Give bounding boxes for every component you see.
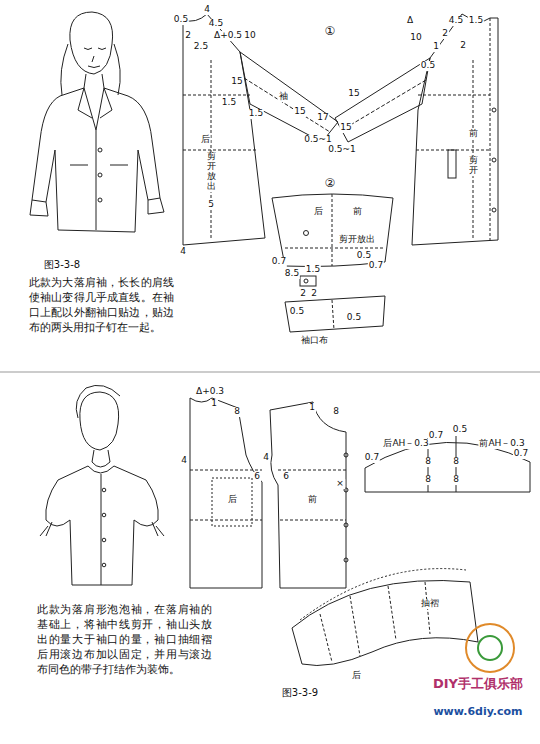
- figure-caption: 图3-3-9: [281, 687, 319, 698]
- dimension-label: 1.5: [305, 265, 321, 275]
- dimension-label: 8: [424, 457, 432, 467]
- dimension-label: 前: [468, 129, 479, 139]
- dimension-label: 15: [230, 77, 243, 87]
- dimension-label: 8: [452, 475, 460, 485]
- dimension-label: 1: [432, 42, 440, 52]
- dimension-label: 2: [184, 31, 192, 41]
- dimension-label: 2: [310, 289, 318, 299]
- dimension-label: 0.5~1: [303, 135, 333, 145]
- blouse-figure: [40, 385, 164, 585]
- dimension-label: 15: [347, 89, 360, 99]
- dimension-label: 0.7: [513, 449, 529, 459]
- description-text: 此款为落肩形泡泡袖，在落肩袖的基础上，将袖中线剪开，袖山头放出的量大于袖口的量，…: [36, 602, 213, 677]
- figure-number: ①: [324, 25, 337, 38]
- dimension-label: 2: [441, 29, 449, 39]
- dimension-label: 10: [409, 33, 422, 43]
- dimension-label: 前: [307, 495, 318, 505]
- dimension-label: 4.5: [208, 19, 224, 29]
- dimension-label: 8: [424, 475, 432, 485]
- dimension-label: 0.5: [356, 251, 372, 261]
- dimension-label: 17: [316, 113, 329, 123]
- dimension-label: 4.5: [448, 16, 464, 26]
- dimension-label: 15: [293, 107, 306, 117]
- dimension-label: 15: [339, 123, 352, 133]
- dimension-label: 4: [203, 5, 211, 15]
- dimension-label: 0.5: [346, 313, 362, 323]
- dimension-label: 1.5: [248, 109, 264, 119]
- dimension-label: Δ: [406, 16, 414, 26]
- pattern-lines: [0, 12, 540, 672]
- dimension-label: 8: [332, 407, 340, 417]
- dimension-label: 4: [179, 247, 187, 257]
- dimension-label: Δ+0.3: [195, 387, 225, 397]
- dimension-label: 1: [210, 399, 218, 409]
- dimension-label: 1.5: [468, 16, 484, 26]
- dimension-label: 抽褶: [420, 599, 440, 609]
- dimension-label: 6: [253, 472, 261, 482]
- dimension-label: 后: [313, 207, 324, 217]
- dimension-label: 5: [207, 200, 215, 210]
- dimension-label: 前: [352, 207, 363, 217]
- dimension-label: 0.7: [364, 453, 380, 463]
- watermark: DIY手工俱乐部: [432, 677, 524, 691]
- dimension-label: 10: [243, 31, 256, 41]
- dimension-label: 后AH－0.3: [382, 439, 429, 449]
- dimension-label: 0.5~1: [327, 145, 357, 155]
- dimension-label: 1: [308, 403, 316, 413]
- description-text: 此款为大落肩袖，长长的肩线使袖山变得几乎成直线。在袖口上配以外翻袖口贴边，贴边布…: [28, 275, 175, 335]
- dimension-label: 后: [351, 671, 362, 681]
- dimension-label: 6: [282, 472, 290, 482]
- dimension-label: 后: [227, 495, 238, 505]
- dimension-label: 前AH－0.3: [478, 439, 525, 449]
- dimension-label: 0.5: [420, 61, 436, 71]
- dimension-label: 2: [459, 41, 467, 51]
- dimension-label: 8: [233, 407, 241, 417]
- dimension-label: ×: [335, 479, 345, 489]
- figure-caption: 图3-3-8: [43, 259, 81, 270]
- dimension-label: 袖口布: [300, 336, 329, 346]
- dimension-label: 4: [262, 453, 270, 463]
- dimension-label: 0.5: [452, 425, 468, 435]
- dimension-label: 1.5: [221, 98, 237, 108]
- watermark: www.6diy.com: [432, 706, 523, 718]
- figure-number: ②: [324, 177, 337, 190]
- dimension-label: 袖: [278, 92, 289, 102]
- dimension-label: 0.5: [173, 15, 189, 25]
- dimension-label: 0.7: [271, 257, 287, 267]
- dimension-label: 8: [452, 457, 460, 467]
- dimension-label: 2.5: [193, 42, 209, 52]
- coat-figure: [30, 12, 164, 232]
- dimension-label: 8.5: [284, 269, 300, 279]
- dimension-label: 0.5: [289, 307, 305, 317]
- separator: [0, 372, 540, 373]
- vertical-label: 剪开: [468, 156, 479, 176]
- dimension-label: 2: [299, 289, 307, 299]
- dimension-label: 0.7: [368, 261, 384, 271]
- dimension-label: Δ+0.5: [213, 31, 243, 41]
- dimension-label: 4: [180, 456, 188, 466]
- dimension-label: 0.7: [428, 431, 444, 441]
- dimension-label: 剪开放出: [338, 235, 376, 245]
- vertical-label: 剪开放出: [206, 152, 217, 192]
- dimension-label: 后: [200, 135, 211, 145]
